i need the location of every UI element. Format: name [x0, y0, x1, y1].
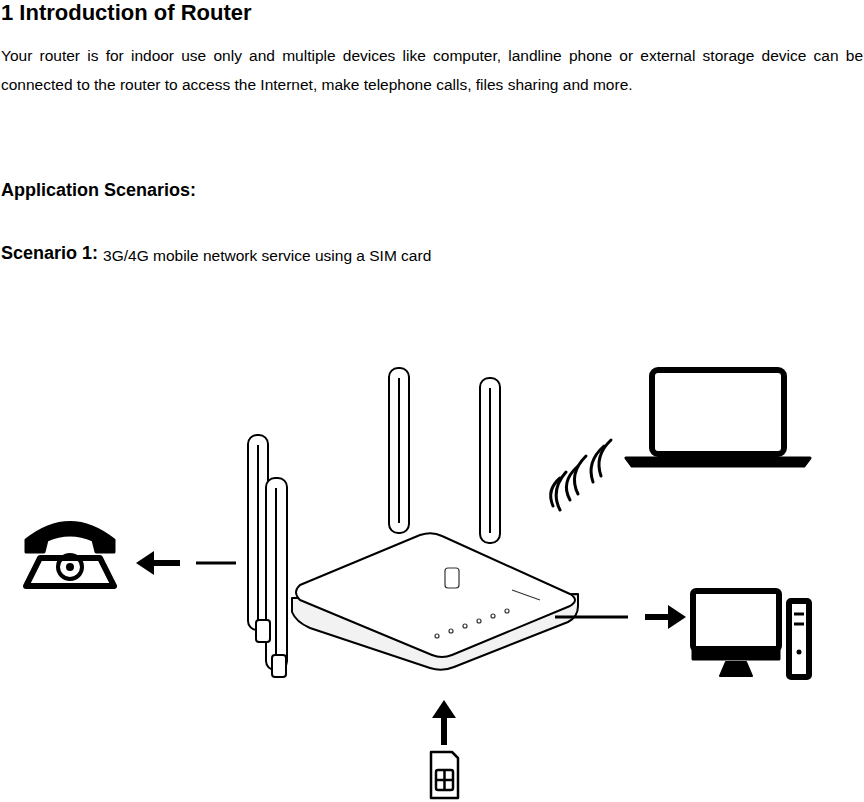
router-marks — [449, 629, 453, 633]
desktop-icon — [693, 649, 779, 659]
router-marks — [491, 614, 495, 618]
telephone-icon — [26, 558, 114, 586]
telephone-icon — [58, 555, 82, 579]
arrow — [136, 551, 686, 745]
router-marks — [512, 590, 540, 600]
antenna — [257, 445, 259, 620]
sim-card-icon — [436, 770, 453, 790]
scenario-label: Scenario 1: — [1, 243, 98, 264]
antenna-base — [272, 655, 286, 677]
sim-card-icon — [431, 752, 458, 798]
arrow — [555, 616, 628, 619]
section-heading: 1 Introduction of Router — [1, 0, 252, 26]
antenna — [275, 488, 277, 660]
router-body — [292, 533, 578, 670]
desktop-icon — [794, 613, 804, 616]
arrow — [441, 716, 447, 745]
subheading: Application Scenarios: — [1, 180, 196, 201]
arrow — [432, 700, 456, 718]
antenna — [398, 378, 400, 523]
arrow — [196, 562, 236, 565]
wifi-waves — [556, 472, 566, 510]
antenna-base — [256, 620, 270, 642]
telephone-icon — [66, 563, 74, 571]
telephone-icon — [26, 523, 114, 587]
antenna-base — [256, 620, 286, 677]
router-marks — [477, 619, 481, 623]
laptop-icon — [626, 458, 810, 466]
arrow — [150, 560, 180, 566]
router-marks — [445, 568, 459, 588]
router-marks — [463, 624, 467, 628]
desktop-icon — [693, 591, 809, 677]
arrow — [136, 551, 154, 575]
antenna — [480, 378, 500, 543]
desktop-icon — [789, 601, 809, 677]
router-marks — [435, 568, 540, 638]
router-body — [296, 533, 575, 657]
wifi-waves — [551, 440, 611, 510]
desktop-icon — [797, 650, 802, 655]
wifi-waves — [599, 440, 611, 476]
antenna — [389, 368, 409, 533]
antenna — [489, 388, 491, 533]
body-paragraph: Your router is for indoor use only and m… — [1, 41, 863, 99]
telephone-icon — [26, 523, 114, 553]
arrow — [645, 614, 672, 620]
router-marks — [505, 609, 509, 613]
laptop-icon — [652, 370, 784, 454]
arrow — [668, 605, 686, 629]
laptop-icon — [626, 370, 810, 466]
desktop-icon — [693, 591, 779, 649]
sim-card-icon — [443, 770, 446, 790]
router-marks — [435, 634, 439, 638]
sim-card-icon — [431, 752, 458, 798]
desktop-icon — [794, 623, 804, 626]
desktop-icon — [720, 662, 752, 676]
wifi-waves — [574, 456, 586, 494]
scenario-text: 3G/4G mobile network service using a SIM… — [103, 247, 431, 265]
